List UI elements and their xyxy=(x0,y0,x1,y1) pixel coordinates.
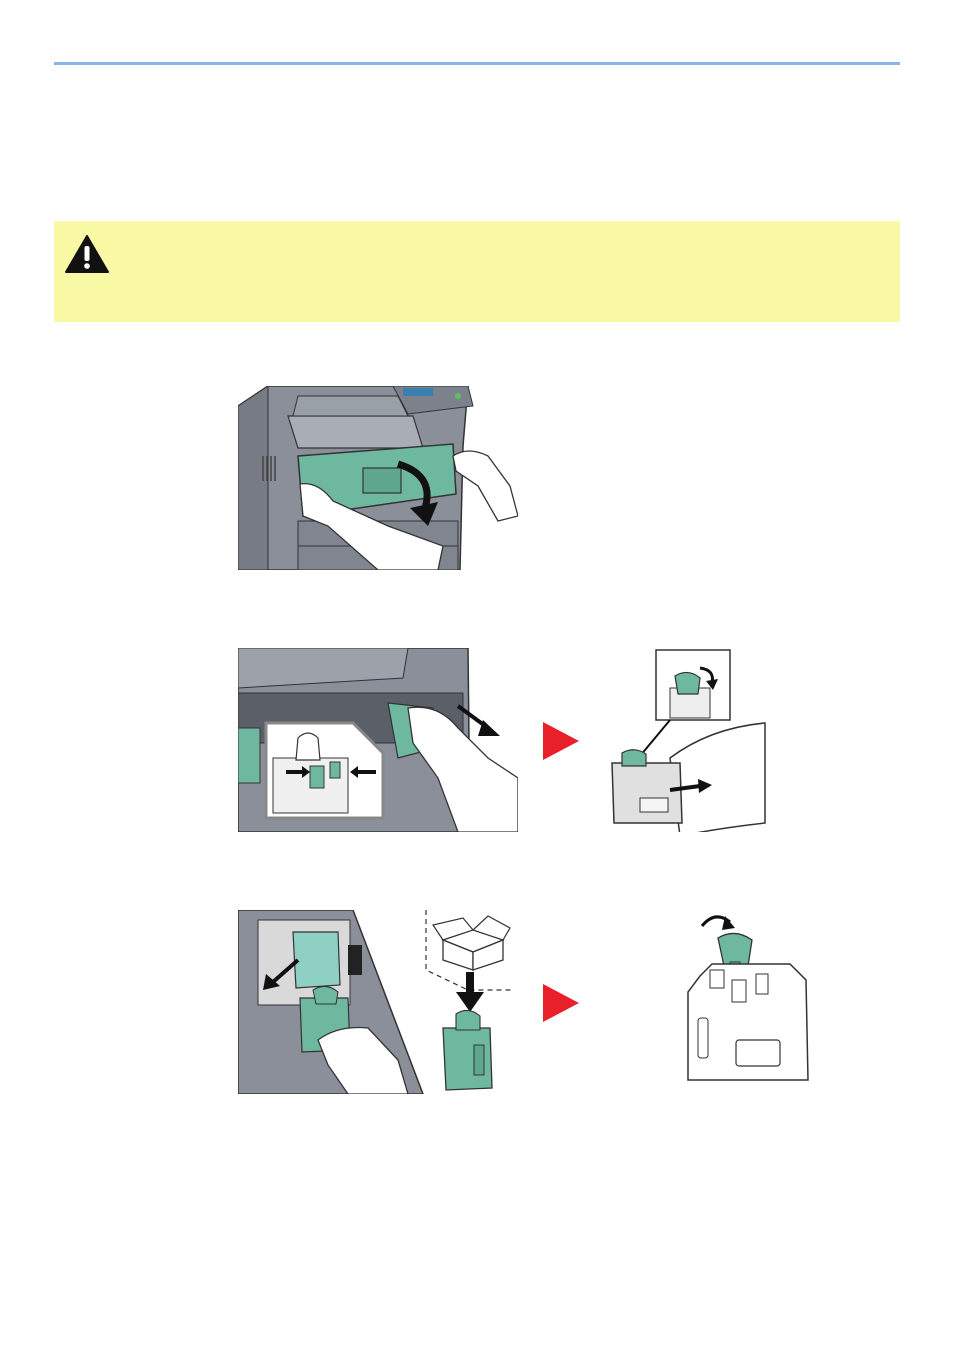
play-arrow-icon xyxy=(543,984,579,1022)
illustration-close-cap xyxy=(680,908,814,1086)
illustration-cap-and-bag-waste-box xyxy=(600,648,770,832)
caution-box xyxy=(54,221,900,322)
illustration-remove-waste-toner-box xyxy=(238,648,518,832)
illustration-install-new-waste-box xyxy=(238,910,518,1094)
play-arrow-icon xyxy=(543,722,579,760)
illustration-open-front-cover xyxy=(238,386,518,570)
header-rule xyxy=(54,62,900,65)
warning-triangle-icon xyxy=(65,235,109,273)
